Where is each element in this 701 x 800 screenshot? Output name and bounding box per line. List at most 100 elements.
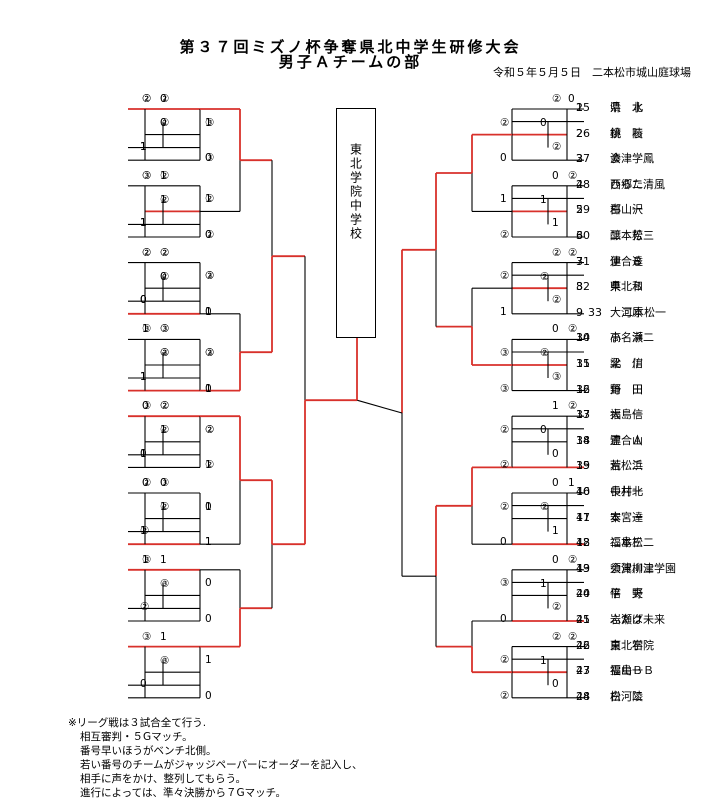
score-label: 1 bbox=[160, 553, 167, 566]
team-name: 二本松二 bbox=[610, 536, 654, 550]
score-label: 0 bbox=[140, 294, 147, 307]
team-name: 西郷二 bbox=[610, 177, 643, 191]
team-number: 28 bbox=[576, 177, 590, 191]
team-name: 平 野 bbox=[610, 587, 643, 601]
team-number: 29 bbox=[576, 203, 590, 217]
score-label: ② bbox=[552, 246, 562, 259]
score-label: ② bbox=[540, 347, 550, 360]
score-label: 0 bbox=[205, 577, 212, 590]
score-label: ③ bbox=[142, 630, 152, 643]
score-label: ② bbox=[160, 117, 170, 129]
page-title: 第３７回ミズノ杯争奪県北中学生研修大会 bbox=[179, 38, 522, 56]
team-name: 鏡 石 bbox=[610, 126, 643, 140]
score-label: ③ bbox=[205, 270, 215, 283]
score-label: 0 bbox=[142, 400, 149, 413]
score-label: ② bbox=[540, 501, 550, 513]
team-name: ひらた清風 bbox=[610, 177, 665, 191]
score-label: ② bbox=[160, 501, 170, 513]
score-label: 1 bbox=[205, 500, 212, 513]
team-number: 44 bbox=[576, 587, 590, 601]
score-label: ② bbox=[205, 270, 215, 283]
score-label: ② bbox=[568, 323, 578, 336]
team-name: 伊 達 bbox=[610, 254, 643, 268]
team-number: 1 bbox=[576, 101, 583, 114]
score-label: ③ bbox=[500, 347, 510, 359]
score-label: 1 bbox=[142, 553, 149, 566]
score-label: ② bbox=[568, 246, 578, 259]
team-entry: 2 桃 陵 bbox=[576, 127, 643, 141]
team-entry: 42 二本松二 bbox=[576, 536, 654, 550]
score-label: ② bbox=[160, 193, 170, 206]
score-label: 0 bbox=[142, 477, 149, 489]
team-name: 県北Ｂ bbox=[610, 280, 643, 294]
score-label: 1 bbox=[160, 193, 167, 206]
team-number: 18 bbox=[576, 536, 590, 550]
team-entry: 28 西郷二 bbox=[576, 178, 643, 192]
score-label: 1 bbox=[140, 140, 147, 153]
score-label: ② bbox=[568, 553, 578, 566]
score-label: 1 bbox=[552, 400, 559, 413]
score-label: 1 bbox=[140, 140, 147, 153]
team-name: 東北学院 bbox=[610, 638, 654, 652]
team-name: 若松二 bbox=[610, 459, 643, 473]
score-label: 1 bbox=[142, 323, 149, 336]
team-number: 6 bbox=[576, 229, 583, 242]
score-label: ② bbox=[205, 459, 215, 472]
team-number: 7 bbox=[576, 254, 583, 268]
team-number: 10 bbox=[576, 331, 590, 345]
score-label: ② bbox=[552, 294, 562, 307]
team-number: 11 bbox=[576, 357, 590, 370]
score-label: ③ bbox=[205, 152, 215, 165]
score-label: 1 bbox=[552, 524, 559, 537]
team-name: 安 達 bbox=[610, 510, 643, 524]
page-subtitle: 男子Ａチームの部 bbox=[278, 53, 423, 71]
score-label: ② bbox=[142, 93, 152, 105]
team-number: 3 bbox=[576, 152, 583, 166]
team-number: 9 bbox=[576, 305, 583, 319]
team-name: 荒 浜 bbox=[610, 459, 643, 473]
team-name: 梁 川 bbox=[610, 357, 643, 370]
team-number: 2 bbox=[576, 126, 583, 140]
team-name: 福島三 bbox=[610, 536, 643, 550]
score-label: ② bbox=[568, 630, 578, 643]
score-label: ③ bbox=[160, 347, 170, 360]
team-name: 連合Ａ bbox=[610, 433, 643, 447]
team-number: 35 bbox=[576, 357, 590, 370]
team-number: 36 bbox=[576, 382, 590, 396]
score-label: 0 bbox=[205, 613, 212, 625]
team-name: 桃 陵 bbox=[610, 126, 643, 140]
score-label: ② bbox=[142, 246, 152, 259]
team-name: 霊山Ｂ bbox=[610, 664, 643, 678]
team-number: 42 bbox=[576, 536, 590, 550]
team-number: 5 bbox=[576, 203, 583, 217]
team-number: 33 bbox=[588, 305, 602, 319]
score-label: 0 bbox=[160, 93, 167, 105]
score-label: ② bbox=[500, 423, 510, 436]
score-label: ② bbox=[140, 601, 150, 614]
score-label: 0 bbox=[140, 678, 147, 691]
score-label: 1 bbox=[205, 536, 212, 549]
team-number: 47 bbox=[576, 664, 590, 678]
team-name: 中村一 bbox=[610, 485, 643, 498]
score-label: 1 bbox=[160, 501, 167, 513]
score-label: ③ bbox=[142, 323, 152, 336]
score-label: 0 bbox=[205, 689, 212, 702]
score-label: 1 bbox=[540, 193, 547, 206]
note-line: 若い番号のチームがジャッジペーパーにオーダーを記入し、 bbox=[80, 759, 363, 771]
